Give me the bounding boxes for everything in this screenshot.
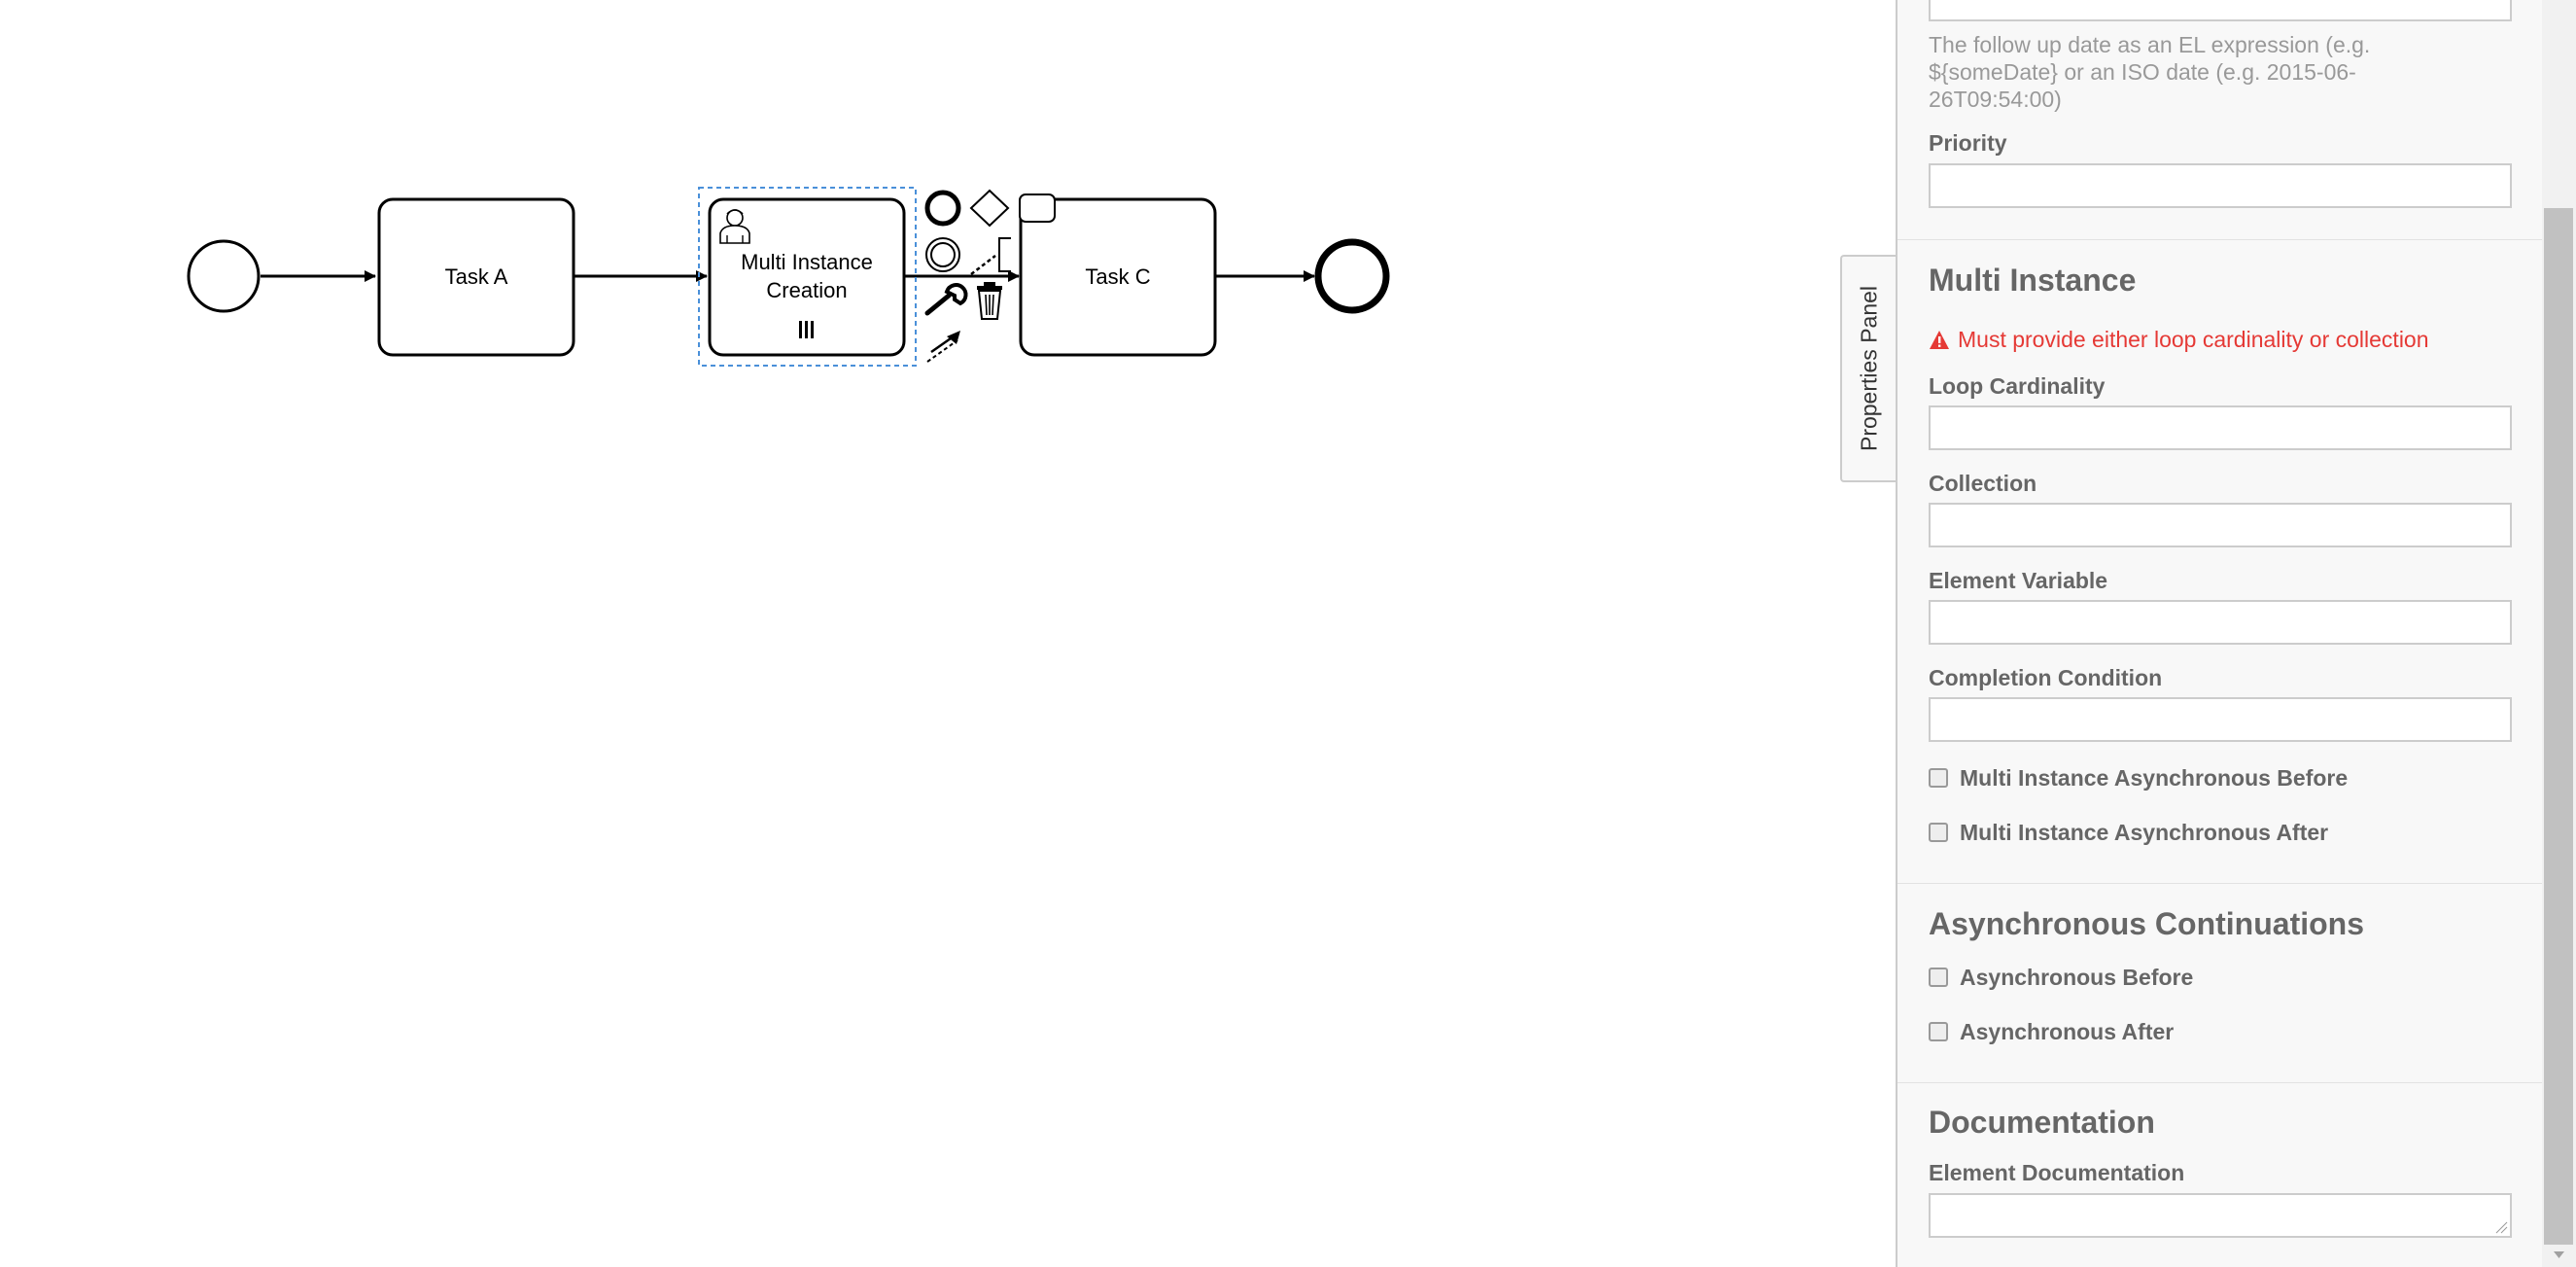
element-variable-label: Element Variable (1929, 568, 2108, 593)
element-documentation-label: Element Documentation (1929, 1160, 2185, 1185)
delete-trash-icon[interactable] (977, 282, 1002, 320)
user-task-icon (719, 209, 750, 244)
task-b-label-line2: Creation (766, 278, 847, 302)
collection-input[interactable] (1929, 503, 2512, 547)
end-event[interactable] (1314, 238, 1390, 314)
loop-cardinality-input[interactable] (1929, 405, 2512, 450)
completion-condition-input[interactable] (1929, 697, 2512, 742)
task-a[interactable]: Task A (377, 197, 575, 357)
mi-async-after-label: Multi Instance Asynchronous After (1960, 819, 2329, 845)
async-after-label: Asynchronous After (1960, 1018, 2175, 1044)
append-text-annotation-icon[interactable] (970, 237, 1011, 275)
mi-async-before-row[interactable]: Multi Instance Asynchronous Before (1929, 763, 2348, 792)
parallel-multi-instance-marker-icon (799, 321, 814, 338)
documentation-group-title: Documentation (1929, 1105, 2155, 1140)
priority-input[interactable] (1929, 163, 2512, 208)
collection-label: Collection (1929, 471, 2037, 496)
async-after-row[interactable]: Asynchronous After (1929, 1017, 2174, 1046)
async-before-label: Asynchronous Before (1960, 964, 2194, 990)
properties-panel-toggle[interactable]: Properties Panel (1840, 255, 1897, 482)
follow-up-date-input[interactable] (1929, 0, 2512, 21)
element-documentation-textarea[interactable] (1929, 1193, 2512, 1238)
multi-instance-error: Must provide either loop cardinality or … (1929, 327, 2429, 353)
follow-up-date-description: The follow up date as an EL expression (… (1929, 32, 2371, 112)
async-before-row[interactable]: Asynchronous Before (1929, 963, 2193, 992)
properties-panel: The follow up date as an EL expression (… (1896, 0, 2576, 1267)
multi-instance-error-text: Must provide either loop cardinality or … (1958, 327, 2429, 352)
async-before-checkbox[interactable] (1929, 968, 1948, 987)
async-after-checkbox[interactable] (1929, 1022, 1948, 1041)
mi-async-after-checkbox[interactable] (1929, 823, 1948, 842)
task-c-label: Task C (1085, 264, 1150, 289)
bpmn-canvas[interactable]: Task A Multi Instance Creation (0, 0, 1896, 1267)
completion-condition-label: Completion Condition (1929, 665, 2163, 690)
diagram-svg: Task A Multi Instance Creation (187, 187, 1390, 367)
mi-async-before-checkbox[interactable] (1929, 768, 1948, 788)
warning-icon (1930, 330, 1949, 349)
panel-scrollbar-thumb[interactable] (2544, 208, 2573, 1245)
properties-panel-toggle-label: Properties Panel (1856, 285, 1882, 452)
group-divider (1897, 1082, 2576, 1083)
scroll-down-arrow-icon[interactable] (2542, 1243, 2576, 1267)
loop-cardinality-label: Loop Cardinality (1929, 373, 2106, 399)
group-divider (1897, 239, 2576, 240)
element-variable-input[interactable] (1929, 600, 2512, 645)
context-pad (922, 189, 1056, 363)
append-task-icon[interactable] (1019, 194, 1056, 223)
mi-async-after-row[interactable]: Multi Instance Asynchronous After (1929, 818, 2328, 847)
selection-outline (698, 187, 917, 367)
multi-instance-group-title: Multi Instance (1929, 263, 2137, 298)
resize-handle-icon[interactable] (2494, 1220, 2508, 1234)
task-b-label-line1: Multi Instance (741, 250, 873, 274)
group-divider (1897, 883, 2576, 884)
start-event[interactable] (187, 239, 261, 313)
task-multi-instance-creation[interactable]: Multi Instance Creation (698, 187, 917, 367)
priority-label: Priority (1929, 130, 2007, 156)
append-gateway-icon[interactable] (969, 189, 1010, 228)
change-type-wrench-icon[interactable] (924, 283, 968, 316)
mi-async-before-label: Multi Instance Asynchronous Before (1960, 764, 2349, 791)
task-a-label: Task A (445, 264, 508, 289)
async-continuations-group-title: Asynchronous Continuations (1929, 906, 2364, 941)
append-end-event-icon[interactable] (922, 190, 964, 227)
connect-arrow-icon[interactable] (926, 331, 960, 363)
task-c[interactable]: Task C (1019, 197, 1217, 357)
append-intermediate-event-icon[interactable] (925, 237, 960, 272)
